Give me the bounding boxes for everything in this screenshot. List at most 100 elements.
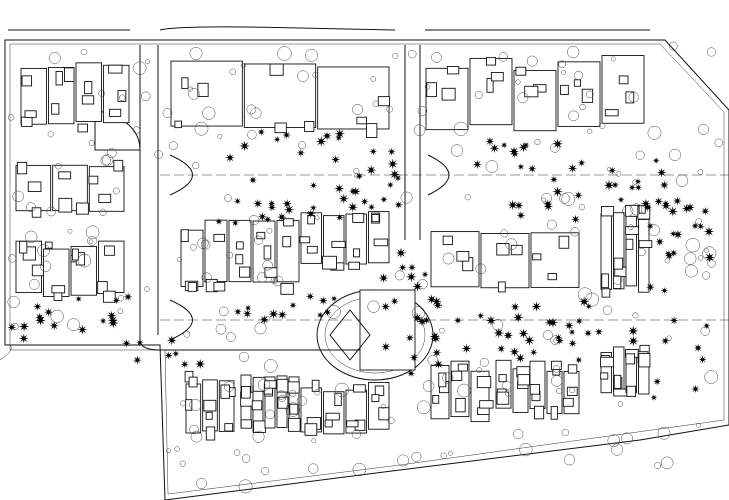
palm-tree — [112, 296, 121, 305]
palm-tree — [306, 209, 316, 219]
palm-tree — [239, 140, 250, 152]
shrub — [248, 214, 260, 226]
shrub — [697, 255, 704, 261]
building — [240, 374, 301, 433]
shrub — [67, 228, 73, 234]
shrub — [217, 134, 223, 139]
palm-tree — [387, 147, 396, 156]
shrub — [266, 227, 273, 234]
shrub — [411, 451, 422, 462]
palm-tree — [472, 159, 482, 170]
palm-tree — [277, 309, 288, 320]
palm-tree — [166, 335, 177, 346]
shrub — [305, 48, 318, 62]
shrub — [28, 278, 40, 290]
shrub — [353, 167, 360, 174]
palm-tree — [500, 141, 508, 149]
shrub — [704, 248, 709, 253]
palm-tree — [543, 201, 554, 212]
shrub — [312, 72, 319, 78]
shrub — [707, 259, 716, 268]
shrub — [632, 312, 639, 319]
palm-tree — [366, 164, 377, 176]
shrub — [427, 354, 438, 366]
shrub — [261, 466, 270, 476]
shrub — [48, 52, 61, 64]
shrub — [112, 187, 120, 195]
shrub — [189, 399, 202, 411]
palm-tree — [650, 394, 658, 402]
palm-tree — [289, 301, 297, 309]
palm-tree — [611, 181, 620, 189]
shrub — [162, 108, 173, 118]
shrub — [297, 70, 309, 82]
palm-tree — [669, 316, 679, 325]
shrub — [197, 237, 209, 249]
palm-tree — [49, 321, 59, 331]
palm-tree — [132, 355, 142, 365]
shrub — [238, 479, 253, 494]
shrub — [660, 456, 674, 470]
shrub — [474, 90, 483, 99]
shrub — [55, 163, 62, 170]
palm-tree — [669, 249, 678, 258]
palm-tree — [338, 193, 349, 204]
shrub — [372, 100, 379, 107]
shrub — [417, 106, 428, 116]
shrub — [500, 229, 509, 238]
building — [430, 231, 580, 293]
shrub — [504, 390, 512, 397]
building — [170, 60, 390, 138]
palm-tree — [323, 308, 332, 317]
shrub — [224, 194, 232, 202]
shrub — [278, 394, 286, 402]
palm-tree — [106, 310, 117, 321]
palm-tree — [335, 134, 343, 142]
palm-tree — [672, 196, 682, 206]
shrub — [552, 365, 561, 373]
shrub — [8, 254, 17, 263]
shrub — [513, 428, 524, 440]
shrub — [272, 275, 284, 287]
shrub — [285, 402, 301, 417]
palm-tree — [652, 377, 662, 386]
shrub — [685, 237, 700, 253]
shrub — [265, 409, 275, 420]
palm-tree — [646, 222, 654, 230]
shrub — [262, 260, 273, 271]
palm-tree — [628, 183, 636, 192]
palm-tree — [331, 155, 341, 165]
shrub — [183, 330, 191, 338]
shrub — [563, 454, 576, 466]
palm-tree — [503, 331, 512, 340]
palm-tree — [661, 336, 670, 346]
palm-tree — [407, 263, 417, 272]
palm-tree — [508, 146, 520, 157]
building-footprints — [15, 55, 653, 441]
palm-tree — [698, 355, 707, 364]
shrub — [453, 121, 469, 136]
shrub — [106, 148, 117, 158]
palm-tree — [577, 158, 586, 167]
shrub — [296, 395, 307, 406]
shrub — [546, 219, 557, 230]
shrub — [534, 139, 541, 146]
shrub — [611, 443, 624, 456]
palm-tree — [123, 292, 133, 302]
palm-tree — [627, 325, 639, 337]
shrub — [424, 84, 431, 90]
shrub — [252, 430, 265, 443]
shrub — [517, 92, 529, 104]
shrub — [422, 380, 435, 392]
shrub — [442, 372, 454, 384]
shrub — [133, 61, 147, 75]
shrub — [647, 125, 662, 140]
shrub — [492, 319, 504, 331]
building — [495, 359, 580, 420]
palm-tree — [395, 247, 407, 259]
shrub — [166, 448, 171, 453]
palm-tree — [416, 316, 428, 327]
shrub — [567, 45, 580, 59]
palm-tree — [691, 384, 700, 394]
palm-tree — [164, 351, 173, 360]
